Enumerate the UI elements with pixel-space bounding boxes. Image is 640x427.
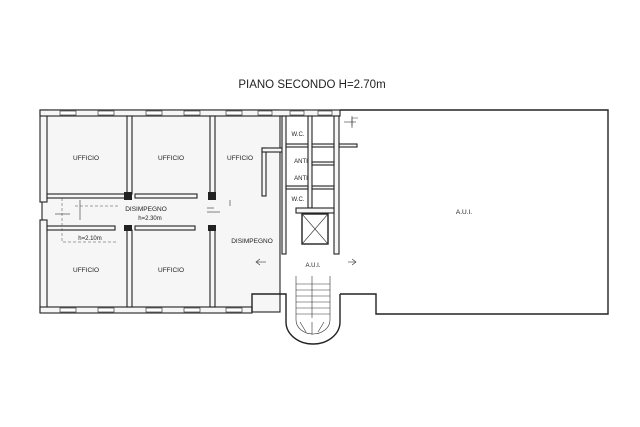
partition <box>209 115 216 195</box>
elevator-wall <box>295 207 335 214</box>
room-label-anti: ANTI <box>294 159 308 165</box>
office-block <box>39 109 341 314</box>
room-label-wc: W.C. <box>292 132 305 138</box>
corridor-wall <box>46 193 130 199</box>
room-label-ufficio: UFFICIO <box>73 267 99 274</box>
room-height-label: h=2.30m <box>138 216 162 222</box>
aui-area <box>340 109 609 315</box>
room-label-ufficio: UFFICIO <box>158 267 184 274</box>
partition <box>126 115 133 195</box>
room-label-aui: A.U.I. <box>456 209 472 216</box>
wc-partition <box>311 161 335 166</box>
partition <box>126 229 133 308</box>
wc-wall <box>307 115 313 209</box>
wc-partition <box>285 143 309 148</box>
staircase <box>251 258 357 345</box>
wc-partition <box>285 185 309 190</box>
window <box>225 110 243 116</box>
wc-partition <box>311 143 335 148</box>
wc-partition <box>311 185 335 190</box>
room-label-ufficio: UFFICIO <box>227 155 253 162</box>
room-label-wc: W.C. <box>292 197 305 203</box>
window <box>289 110 305 116</box>
pillar <box>124 192 132 200</box>
partition <box>209 229 216 308</box>
plan-title: PIANO SECONDO H=2.70m <box>238 79 385 91</box>
window <box>97 110 115 116</box>
window <box>317 110 333 116</box>
room-label-ufficio: UFFICIO <box>73 155 99 162</box>
window <box>183 110 201 116</box>
window <box>145 307 163 313</box>
room-label-disimpegno: DISIMPEGNO <box>231 238 273 245</box>
elevator-shaft <box>301 213 329 245</box>
corridor-wall <box>134 225 196 231</box>
corridor-wall <box>134 193 198 199</box>
room-label-anti: ANTI <box>294 176 308 182</box>
room-label-aui: A.U.I. <box>305 263 320 269</box>
room-label-ufficio: UFFICIO <box>158 155 184 162</box>
height-note: h=2.10m <box>78 236 102 242</box>
pillar <box>208 192 216 200</box>
window <box>183 307 201 313</box>
pillar <box>124 225 132 231</box>
wc-wall <box>281 115 287 255</box>
left-wall-lower <box>39 219 48 313</box>
window <box>257 110 273 116</box>
wc-partition <box>338 143 358 148</box>
corridor-wall <box>46 225 116 231</box>
service-block <box>281 115 358 255</box>
window <box>225 307 243 313</box>
partition <box>261 147 285 153</box>
window <box>59 110 77 116</box>
wc-wall <box>333 115 340 255</box>
window <box>97 307 115 313</box>
pillar <box>208 225 216 231</box>
window <box>145 110 163 116</box>
partition <box>261 147 267 197</box>
left-wall-upper <box>39 109 48 203</box>
window <box>59 307 77 313</box>
room-label-disimpegno: DISIMPEGNO <box>125 206 167 213</box>
arrow-right-icon <box>351 258 357 266</box>
